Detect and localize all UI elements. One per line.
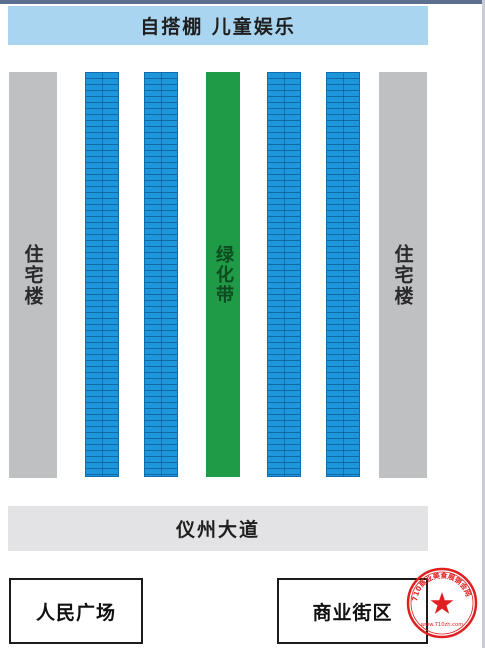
official-seal-stamp: 710商业美食展销会网 www.710zh.com	[406, 567, 478, 639]
commercial-street-box: 商业街区	[277, 578, 428, 644]
plaza-label: 人民广场	[35, 601, 116, 624]
right-border	[482, 0, 485, 648]
building-right-label: 住宅楼	[391, 243, 414, 307]
booth-column-3	[267, 72, 301, 477]
road-label: 仪州大道	[175, 519, 260, 541]
booth-column-2	[144, 72, 178, 477]
seal-star-icon	[430, 592, 454, 614]
top-border	[0, 0, 485, 4]
residential-building-left: 住宅楼	[9, 72, 57, 478]
booth-column-1	[85, 72, 119, 477]
seal-url-text: www.710zh.com	[421, 622, 464, 628]
banner-label: 自搭棚 儿童娱乐	[140, 16, 296, 38]
residential-building-right: 住宅楼	[379, 72, 427, 478]
booth-column-4	[326, 72, 360, 477]
top-banner: 自搭棚 儿童娱乐	[8, 6, 428, 45]
building-left-label: 住宅楼	[21, 243, 44, 307]
street-label: 商业街区	[312, 601, 393, 624]
green-belt: 绿化带	[206, 72, 240, 477]
green-belt-label: 绿化带	[213, 244, 234, 305]
peoples-plaza-box: 人民广场	[9, 578, 143, 644]
avenue-road: 仪州大道	[8, 506, 428, 551]
